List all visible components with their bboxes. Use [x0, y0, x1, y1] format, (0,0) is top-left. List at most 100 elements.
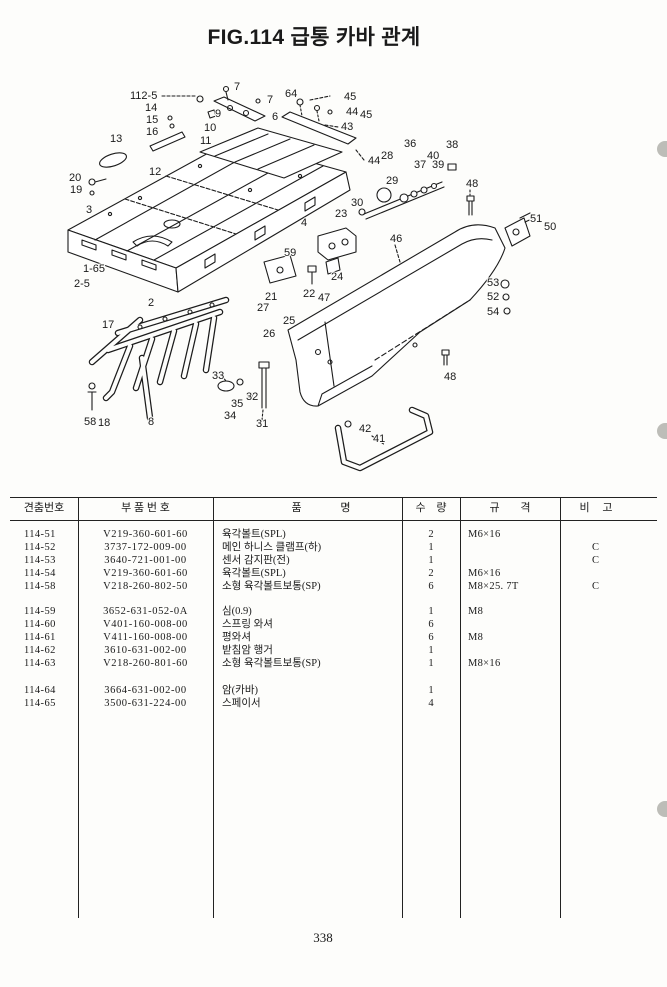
cell-part-name: 암(카바)	[222, 685, 258, 696]
cell-part-name: 스페이서	[222, 698, 261, 709]
cell-ref-no: 114-58	[24, 581, 56, 592]
cell-ref-no: 114-51	[24, 529, 56, 540]
callout-label: 23	[335, 208, 347, 220]
cell-quantity: 6	[428, 581, 434, 592]
header-remark: 비 고	[579, 502, 613, 514]
callout-label: 11	[200, 135, 211, 147]
callout-label: 3	[86, 204, 92, 216]
table-row: 114-60 V401-160-008-00 스프링 와셔 6	[10, 618, 657, 631]
callout-label: 30	[351, 197, 363, 209]
cell-ref-no: 114-54	[24, 568, 56, 579]
callout-label: 9	[215, 108, 221, 120]
cell-spec: M8	[468, 606, 484, 617]
small-parts-left	[88, 95, 204, 196]
callout-label: 24	[331, 271, 343, 283]
cell-part-name: 메인 하니스 클램프(하)	[222, 542, 322, 553]
callout-label: 34	[224, 410, 236, 422]
callout-label: 64	[285, 88, 297, 100]
cell-part-name: 평와셔	[222, 632, 251, 643]
cell-part-name: 심(0.9)	[222, 606, 252, 617]
callout-label: 47	[318, 292, 330, 304]
center-brackets	[263, 208, 366, 285]
callout-label: 2-5	[74, 278, 90, 290]
cell-quantity: 1	[428, 645, 434, 656]
callout-label: 8	[148, 416, 154, 428]
right-bracket	[441, 189, 535, 366]
cell-part-no: V218-260-802-50	[103, 581, 188, 592]
bottom-bracket-bolt	[344, 420, 386, 446]
cell-ref-no: 114-52	[24, 542, 56, 553]
cell-ref-no: 114-60	[24, 619, 56, 630]
callout-label: 45	[360, 109, 372, 121]
cell-ref-no: 114-59	[24, 606, 56, 617]
cell-quantity: 1	[428, 658, 434, 669]
callout-label: 39	[432, 159, 444, 171]
header-part-no: 부 품 번 호	[121, 502, 170, 514]
table-top-rule	[10, 497, 657, 498]
cell-part-no: 3652-631-052-0A	[103, 606, 188, 617]
cell-quantity: 1	[428, 542, 434, 553]
cell-part-name: 센서 감지판(전)	[222, 555, 290, 566]
callout-label: 7	[234, 81, 240, 93]
cell-remark: C	[592, 542, 600, 553]
table-body: 114-51 V219-360-601-60 육각볼트(SPL) 2 M6×16…	[10, 528, 657, 710]
upper-panel	[199, 127, 343, 179]
callout-label: 27	[257, 302, 269, 314]
callout-label: 20	[69, 172, 81, 184]
rod-assembly	[355, 149, 457, 220]
table-row: 114-54 V219-360-601-60 육각볼트(SPL) 2 M6×16	[10, 567, 657, 580]
callout-label: 41	[373, 433, 385, 445]
callout-label: 44	[346, 106, 358, 118]
table-row: 114-51 V219-360-601-60 육각볼트(SPL) 2 M6×16	[10, 528, 657, 541]
cell-ref-no: 114-61	[24, 632, 56, 643]
table-row: 114-59 3652-631-052-0A 심(0.9) 1 M8	[10, 605, 657, 618]
callout-label: 6	[272, 111, 278, 123]
parts-table: 견춤번호 부 품 번 호 품 명 수 량 규 격 비 고 114-51 V219…	[10, 497, 657, 918]
header-ref-no: 견춤번호	[23, 502, 65, 514]
callout-label: 112-5	[130, 90, 157, 102]
callout-label: 19	[70, 184, 82, 196]
callout-label: 42	[359, 423, 371, 435]
cell-part-no: 3610-631-002-00	[104, 645, 187, 656]
header-part-name: 품 명	[291, 502, 351, 514]
cell-ref-no: 114-63	[24, 658, 56, 669]
figure-title: FIG.114 급통 카바 관계	[207, 26, 421, 49]
cell-quantity: 6	[428, 619, 434, 630]
callout-label: 35	[231, 398, 243, 410]
page-number: 338	[313, 930, 333, 945]
callout-label: 50	[544, 221, 556, 233]
cell-part-no: V219-360-601-60	[103, 568, 188, 579]
callout-label: 33	[212, 370, 224, 382]
callout-label: 14	[145, 102, 157, 114]
column-divider	[213, 497, 214, 918]
cell-part-no: 3500-631-224-00	[104, 698, 187, 709]
callout-label: 25	[283, 315, 295, 327]
exploded-diagram: 112-577644544454314961510161113443638402…	[67, 80, 557, 472]
table-row: 114-64 3664-631-002-00 암(카바) 1	[10, 684, 657, 697]
cell-spec: M8×16	[468, 658, 501, 669]
cell-quantity: 2	[428, 568, 434, 579]
binder-hole-shadow	[657, 423, 667, 439]
callout-label: 17	[102, 319, 114, 331]
callout-label: 10	[204, 122, 216, 134]
header-spec: 규 격	[489, 502, 531, 514]
cell-part-name: 소형 육각볼트보통(SP)	[222, 581, 321, 592]
table-row: 114-58 V218-260-802-50 소형 육각볼트보통(SP) 6 M…	[10, 580, 657, 593]
callout-label: 18	[98, 417, 110, 429]
callout-label: 44	[368, 155, 380, 167]
table-row: 114-62 3610-631-002-00 받침암 행거 1	[10, 644, 657, 657]
cell-part-no: V218-260-801-60	[103, 658, 188, 669]
cell-spec: M8×25. 7T	[468, 581, 519, 592]
callout-label: 29	[386, 175, 398, 187]
table-row: 114-65 3500-631-224-00 스페이서 4	[10, 697, 657, 710]
callout-label: 28	[381, 150, 393, 162]
callout-label: 38	[446, 139, 458, 151]
callout-label: 13	[110, 133, 122, 145]
callout-label: 37	[414, 159, 426, 171]
table-row: 114-53 3640-721-001-00 센서 감지판(전) 1 C	[10, 554, 657, 567]
callout-label: 12	[149, 166, 161, 178]
callout-label: 31	[256, 418, 268, 430]
cell-part-no: V219-360-601-60	[103, 529, 188, 540]
cell-ref-no: 114-65	[24, 698, 56, 709]
